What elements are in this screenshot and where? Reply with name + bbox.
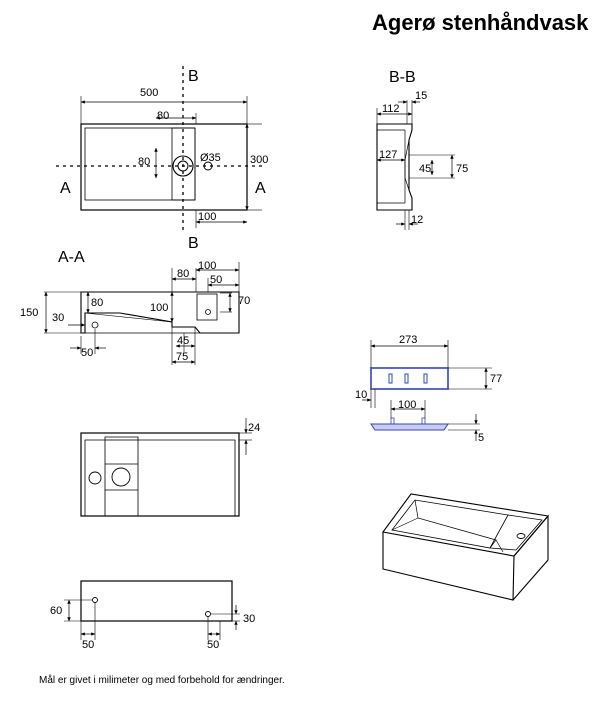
page-title: Agerø stenhåndvask — [372, 10, 589, 35]
wall-bracket: 273 77 10 100 5 — [355, 334, 502, 444]
dim-75v-label: 75 — [456, 163, 468, 175]
dim-80-label: 80 — [157, 110, 169, 122]
section-a-left-label: A — [60, 180, 71, 197]
section-b-b-title: B-B — [389, 69, 416, 86]
dim-80v-label: 80 — [138, 156, 150, 168]
tap-block — [196, 293, 218, 321]
dim-100b-label: 100 — [198, 260, 216, 272]
iso-side-face — [512, 514, 549, 601]
isometric-view — [382, 493, 550, 601]
iso-front-face — [382, 532, 515, 601]
bottom-drain-block — [104, 439, 139, 517]
dim-45-label: 45 — [177, 335, 189, 347]
dim-75-label: 75 — [176, 351, 188, 363]
bottom-view: 24 — [80, 418, 260, 517]
bracket-front — [370, 367, 449, 390]
dim-45v-label: 45 — [419, 163, 431, 175]
section-a-right-label: A — [255, 180, 266, 197]
dim-500-label: 500 — [140, 87, 158, 99]
dim-273-label: 273 — [399, 334, 417, 346]
rear-hole-left — [92, 597, 98, 603]
bottom-overflow-circle — [88, 471, 102, 485]
dim-100-label: 100 — [198, 211, 216, 223]
dim-77-label: 77 — [490, 373, 502, 385]
dim-150-label: 150 — [20, 307, 38, 319]
dim-100d-label: 100 — [398, 399, 416, 411]
footnote: Mål er givet i milimeter og med forbehol… — [39, 675, 285, 686]
section-a-a-title: A-A — [58, 249, 85, 266]
basin-slope-line — [84, 312, 173, 323]
dim-80b-label: 80 — [91, 297, 103, 309]
rear-hole-right — [205, 611, 211, 617]
section-b-bottom-label: B — [188, 235, 199, 252]
dim-70-label: 70 — [238, 295, 250, 307]
dim-50c-label: 50 — [82, 639, 94, 651]
iso-top-face — [382, 493, 550, 557]
dim-10-label: 10 — [355, 389, 367, 401]
bracket-side — [370, 423, 449, 431]
bottom-outline — [80, 432, 240, 517]
iso-tap-hole — [516, 533, 526, 539]
dim-15-label: 15 — [415, 90, 427, 102]
dim-12-label: 12 — [411, 214, 423, 226]
tap-hole — [205, 309, 211, 315]
section-b-top-label: B — [188, 68, 199, 85]
dim-50d-label: 50 — [207, 639, 219, 651]
plan-view: 500 80 80 Ø35 300 100 A A B B — [56, 66, 268, 252]
section-a-a-profile — [80, 291, 240, 334]
dim-300-label: 300 — [250, 154, 268, 166]
bottom-drain-circle — [111, 467, 131, 487]
dim-127-label: 127 — [379, 149, 397, 161]
dim-100c-label: 100 — [150, 302, 168, 314]
dim-30-label: 30 — [52, 312, 64, 324]
dim-80c-label: 80 — [177, 268, 189, 280]
drain-outer-circle — [172, 155, 194, 177]
rear-outline — [80, 580, 233, 622]
dim-50-label: 50 — [81, 347, 93, 359]
dim-112-label: 112 — [382, 103, 400, 115]
section-a-a: A-A 150 80 30 50 80 — [20, 249, 250, 365]
dim-dia-label: Ø35 — [200, 152, 221, 164]
dim-60-label: 60 — [50, 605, 62, 617]
dim-30b-label: 30 — [243, 613, 255, 625]
rear-view: 60 50 50 30 — [50, 580, 255, 651]
section-b-b-profile — [376, 123, 413, 211]
overflow-hole — [91, 321, 99, 329]
dim-50b-label: 50 — [210, 274, 222, 286]
dim-5-label: 5 — [478, 432, 484, 444]
plan-outline — [80, 123, 248, 211]
section-b-b: B-B 112 15 127 45 75 12 — [376, 69, 468, 230]
dim-24-label: 24 — [248, 422, 260, 434]
